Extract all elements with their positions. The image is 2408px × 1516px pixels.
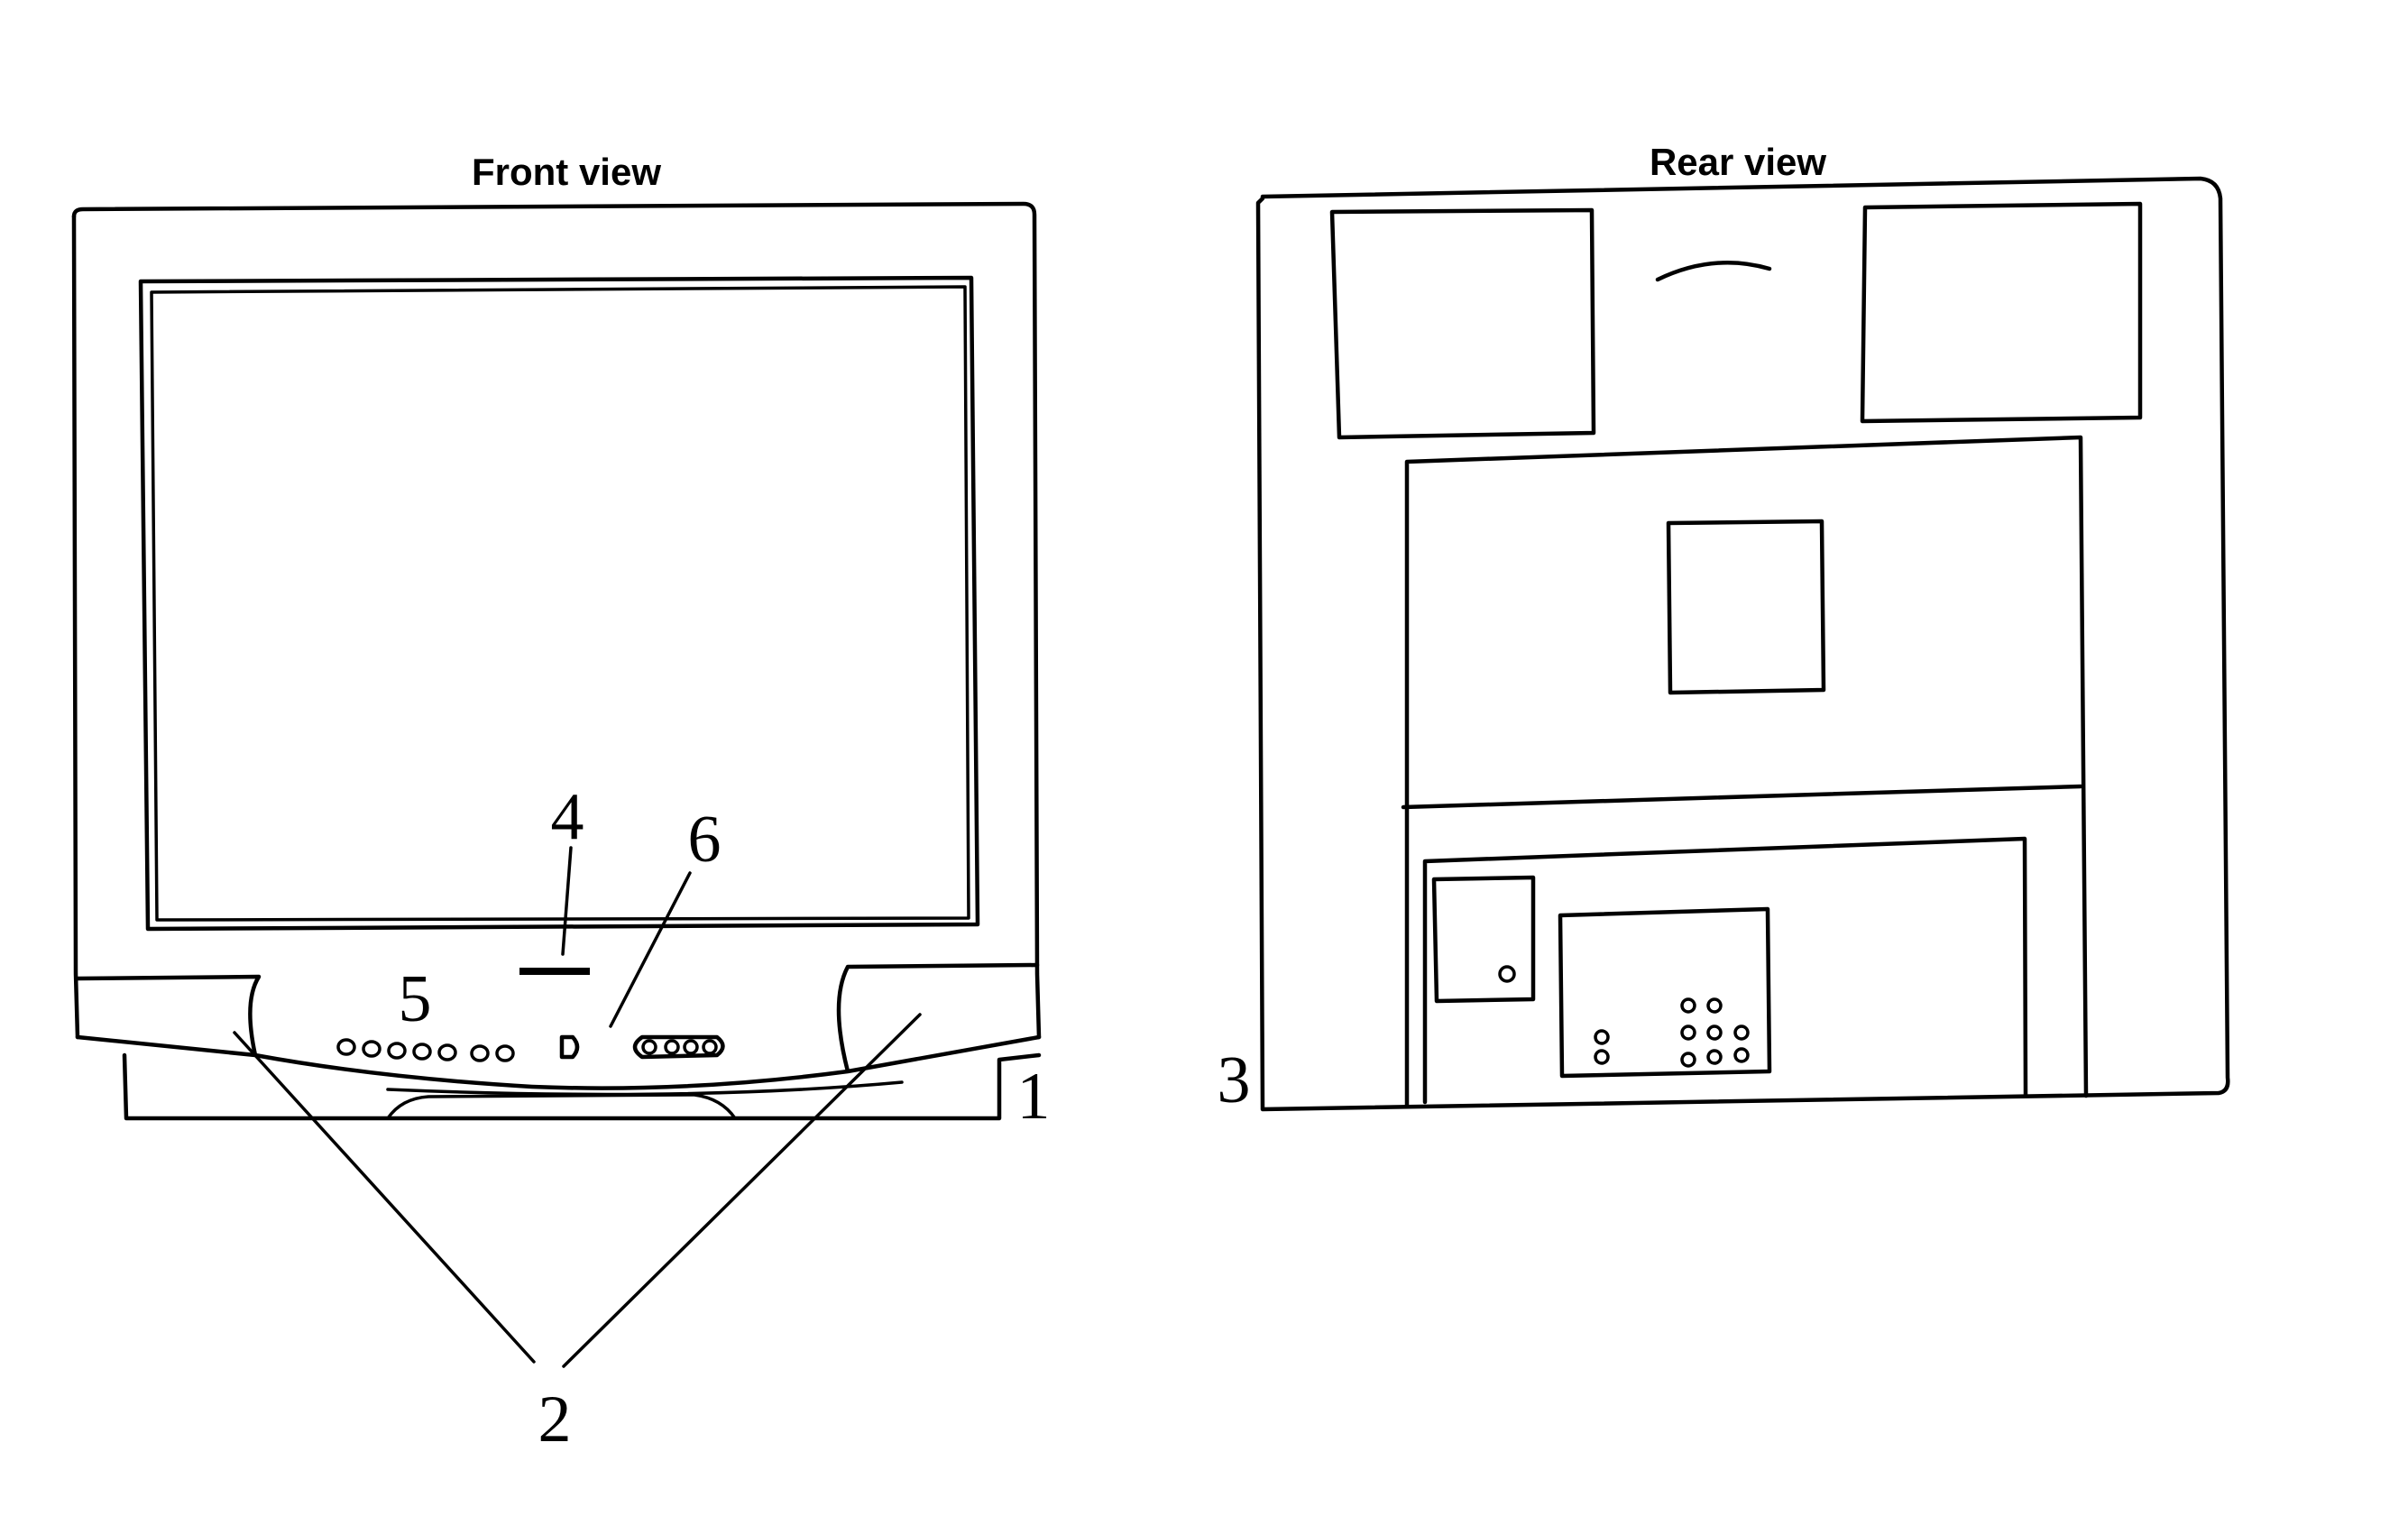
av-jack xyxy=(1733,1024,1750,1041)
control-panel-outline xyxy=(75,962,1042,1090)
control-button xyxy=(362,1040,381,1058)
av-jack xyxy=(1680,1052,1696,1068)
leader-line-2-right xyxy=(562,1013,922,1368)
rear-terminal-board xyxy=(1422,836,2028,1105)
control-button xyxy=(437,1043,457,1061)
callout-6: 6 xyxy=(688,803,721,877)
front-cabinet-left-side xyxy=(71,214,80,1040)
front-view: Front view xyxy=(71,151,1051,1456)
control-buttons xyxy=(336,1038,515,1062)
front-jack-panel xyxy=(632,1034,725,1060)
control-button xyxy=(470,1044,490,1062)
rear-cabinet-outline xyxy=(1255,176,2230,1112)
antenna-connector xyxy=(1498,965,1516,983)
av-jack xyxy=(1706,997,1723,1014)
input-jack xyxy=(702,1039,718,1055)
input-jack xyxy=(664,1039,680,1055)
callout-4: 4 xyxy=(551,780,584,854)
av-jack xyxy=(1594,1029,1610,1045)
callout-1: 1 xyxy=(1017,1060,1051,1134)
av-jack xyxy=(1680,997,1696,1014)
av-jack xyxy=(1733,1047,1750,1063)
av-jack xyxy=(1706,1024,1723,1041)
rear-label-plate xyxy=(1666,519,1826,695)
rear-housing-divider xyxy=(1401,784,2083,810)
av-jack xyxy=(1706,1049,1723,1065)
leader-line-4 xyxy=(561,846,573,956)
leader-line-6 xyxy=(609,871,692,1028)
leader-line-2-left xyxy=(233,1031,536,1364)
callout-5: 5 xyxy=(399,962,432,1036)
rear-carry-handle xyxy=(1655,261,1772,282)
front-screen-inner xyxy=(150,285,970,922)
input-jack xyxy=(641,1039,657,1055)
rear-view: Rear view 3 xyxy=(1218,141,2230,1117)
av-connectors xyxy=(1594,997,1750,1068)
front-view-title: Front view xyxy=(472,151,661,193)
input-jack xyxy=(683,1039,699,1055)
front-cabinet-outline xyxy=(71,201,1042,1040)
rear-view-title: Rear view xyxy=(1650,141,1826,183)
rear-antenna-box xyxy=(1431,875,1536,1004)
callout-2: 2 xyxy=(538,1383,572,1456)
control-button xyxy=(495,1044,515,1062)
sensor-window xyxy=(559,1034,580,1060)
front-stand xyxy=(122,1052,1042,1121)
rear-vent-panel-right xyxy=(1860,201,2143,424)
control-button xyxy=(412,1043,432,1061)
power-indicator-bar xyxy=(519,968,590,975)
callout-3: 3 xyxy=(1218,1043,1251,1117)
control-button xyxy=(336,1038,356,1056)
jack-panel-outline xyxy=(632,1034,725,1060)
front-stand-slot xyxy=(386,1093,737,1120)
front-screen-bezel xyxy=(138,275,980,932)
rear-vent-panel-left xyxy=(1329,207,1596,440)
rear-av-panel xyxy=(1558,906,1772,1079)
control-button xyxy=(387,1042,407,1060)
av-jack xyxy=(1594,1049,1610,1065)
av-jack xyxy=(1680,1024,1696,1041)
rear-center-housing xyxy=(1404,435,2089,1107)
